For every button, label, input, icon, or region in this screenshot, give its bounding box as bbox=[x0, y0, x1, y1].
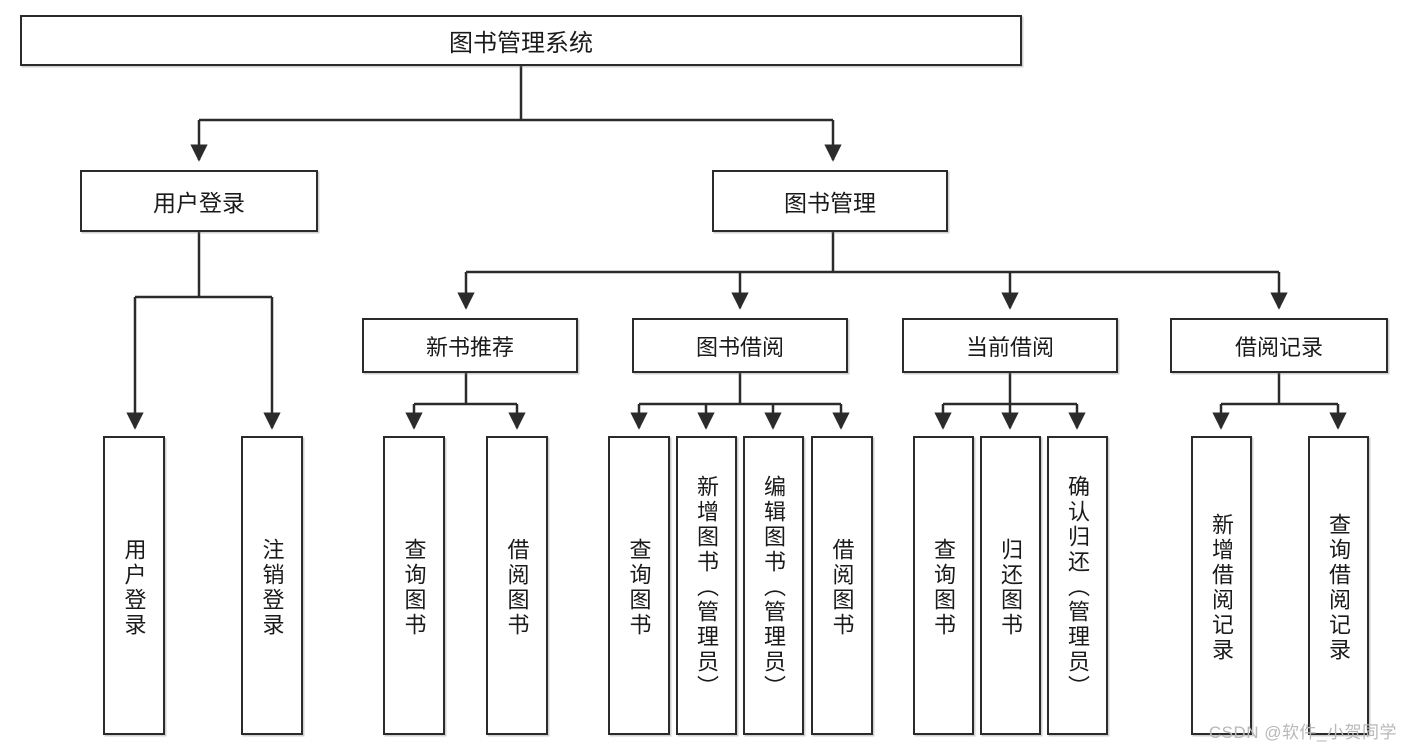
leaf-borrow-borrow-book-label: 借阅图书 bbox=[829, 537, 855, 638]
leaf-inner: 借阅图书 bbox=[813, 442, 871, 733]
node-book-borrow-label: 图书借阅 bbox=[695, 334, 784, 360]
node-current-borrow-label: 当前借阅 bbox=[965, 334, 1054, 360]
leaf-new-book-borrow[interactable]: 借阅图书 bbox=[486, 436, 548, 735]
node-borrow-record-label: 借阅记录 bbox=[1234, 334, 1323, 360]
node-user-login[interactable]: 用户登录 bbox=[80, 170, 318, 232]
leaf-inner: 确认归还（管理员） bbox=[1049, 442, 1106, 733]
node-book-management-label: 图书管理 bbox=[784, 190, 876, 216]
leaf-record-add[interactable]: 新增借阅记录 bbox=[1191, 436, 1252, 735]
node-root-label: 图书管理系统 bbox=[449, 30, 593, 57]
leaf-user-login-login-label: 用户登录 bbox=[121, 537, 147, 638]
node-new-book-recommend[interactable]: 新书推荐 bbox=[362, 318, 578, 373]
leaf-inner: 用户登录 bbox=[105, 442, 163, 733]
leaf-borrow-edit-book[interactable]: 编辑图书（管理员） bbox=[743, 436, 804, 735]
leaf-user-login-logout-label: 注销登录 bbox=[259, 537, 285, 638]
leaf-current-confirm-return-label: 确认归还（管理员） bbox=[1065, 475, 1091, 700]
leaf-record-query-label: 查询借阅记录 bbox=[1326, 512, 1352, 663]
node-current-borrow[interactable]: 当前借阅 bbox=[902, 318, 1118, 373]
leaf-new-book-query-label: 查询图书 bbox=[401, 537, 427, 638]
node-book-borrow[interactable]: 图书借阅 bbox=[632, 318, 848, 373]
node-new-book-recommend-label: 新书推荐 bbox=[425, 334, 514, 360]
node-user-login-label: 用户登录 bbox=[153, 190, 245, 216]
leaf-borrow-add-book[interactable]: 新增图书（管理员） bbox=[676, 436, 737, 735]
leaf-inner: 编辑图书（管理员） bbox=[745, 442, 802, 733]
leaf-inner: 查询图书 bbox=[610, 442, 668, 733]
leaf-inner: 注销登录 bbox=[243, 442, 301, 733]
node-borrow-record[interactable]: 借阅记录 bbox=[1170, 318, 1388, 373]
leaf-user-login-login[interactable]: 用户登录 bbox=[103, 436, 165, 735]
leaf-inner: 查询图书 bbox=[915, 442, 972, 733]
leaf-inner: 新增图书（管理员） bbox=[678, 442, 735, 733]
leaf-record-query[interactable]: 查询借阅记录 bbox=[1308, 436, 1369, 735]
leaf-borrow-query-book[interactable]: 查询图书 bbox=[608, 436, 670, 735]
leaf-current-return-book[interactable]: 归还图书 bbox=[980, 436, 1041, 735]
node-root[interactable]: 图书管理系统 bbox=[20, 15, 1022, 66]
leaf-new-book-query[interactable]: 查询图书 bbox=[383, 436, 445, 735]
leaf-user-login-logout[interactable]: 注销登录 bbox=[241, 436, 303, 735]
leaf-current-query-book[interactable]: 查询图书 bbox=[913, 436, 974, 735]
leaf-borrow-borrow-book[interactable]: 借阅图书 bbox=[811, 436, 873, 735]
leaf-borrow-add-book-label: 新增图书（管理员） bbox=[694, 475, 720, 700]
leaf-inner: 新增借阅记录 bbox=[1193, 442, 1250, 733]
leaf-inner: 归还图书 bbox=[982, 442, 1039, 733]
leaf-current-query-book-label: 查询图书 bbox=[931, 537, 957, 638]
leaf-borrow-edit-book-label: 编辑图书（管理员） bbox=[761, 475, 787, 700]
leaf-inner: 借阅图书 bbox=[488, 442, 546, 733]
leaf-borrow-query-book-label: 查询图书 bbox=[626, 537, 652, 638]
leaf-inner: 查询图书 bbox=[385, 442, 443, 733]
watermark: CSDN @软件_小贺同学 bbox=[1208, 723, 1397, 742]
node-book-management[interactable]: 图书管理 bbox=[712, 170, 948, 232]
leaf-new-book-borrow-label: 借阅图书 bbox=[504, 537, 530, 638]
leaf-inner: 查询借阅记录 bbox=[1310, 442, 1367, 733]
leaf-current-return-book-label: 归还图书 bbox=[998, 537, 1024, 638]
leaf-record-add-label: 新增借阅记录 bbox=[1209, 512, 1235, 663]
leaf-current-confirm-return[interactable]: 确认归还（管理员） bbox=[1047, 436, 1108, 735]
